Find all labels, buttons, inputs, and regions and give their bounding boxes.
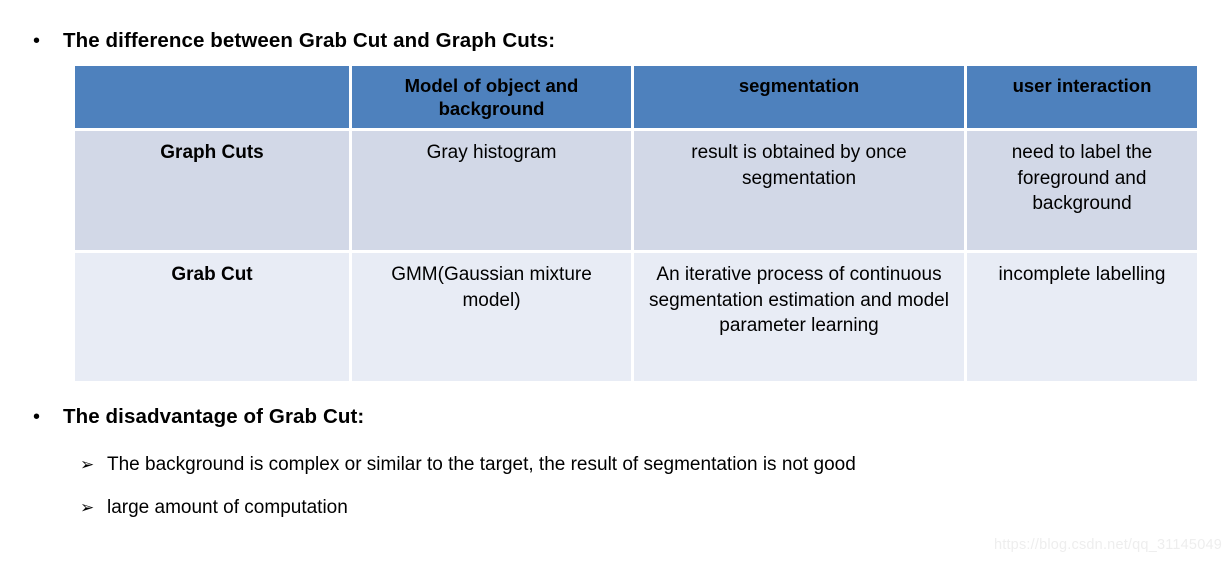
table-row: Graph Cuts Gray histogram result is obta… <box>75 131 1197 254</box>
column-header-method <box>75 66 352 132</box>
cell-method: Grab Cut <box>75 253 352 382</box>
list-item-label: large amount of computation <box>107 497 348 518</box>
arrow-bullet-icon: ➢ <box>80 498 95 517</box>
bullet-dot-icon: • <box>33 406 41 428</box>
comparison-table: Model of object and background segmentat… <box>75 66 1197 382</box>
cell-model: GMM(Gaussian mixture model) <box>352 253 634 382</box>
heading-disadvantage-label: The disadvantage of Grab Cut: <box>63 405 365 428</box>
column-header-model: Model of object and background <box>352 66 634 132</box>
heading-difference: • The difference between Grab Cut and Gr… <box>33 29 555 53</box>
heading-disadvantage: • The disadvantage of Grab Cut: <box>33 405 364 429</box>
cell-segmentation: result is obtained by once segmentation <box>634 131 967 254</box>
table-row: Grab Cut GMM(Gaussian mixture model) An … <box>75 253 1197 382</box>
heading-difference-label: The difference between Grab Cut and Grap… <box>63 29 556 52</box>
cell-method: Graph Cuts <box>75 131 352 254</box>
list-item: ➢ large amount of computation <box>80 497 348 519</box>
cell-model: Gray histogram <box>352 131 634 254</box>
list-item-label: The background is complex or similar to … <box>107 454 856 475</box>
table-header-row: Model of object and background segmentat… <box>75 66 1197 132</box>
cell-user-interaction: need to label the foreground and backgro… <box>967 131 1197 254</box>
watermark: https://blog.csdn.net/qq_31145049 <box>993 537 1222 553</box>
column-header-user-interaction: user interaction <box>967 66 1197 132</box>
list-item: ➢ The background is complex or similar t… <box>80 454 856 476</box>
bullet-dot-icon: • <box>33 30 41 52</box>
cell-user-interaction: incomplete labelling <box>967 253 1197 382</box>
column-header-segmentation: segmentation <box>634 66 967 132</box>
cell-segmentation: An iterative process of continuous segme… <box>634 253 967 382</box>
arrow-bullet-icon: ➢ <box>80 455 95 474</box>
